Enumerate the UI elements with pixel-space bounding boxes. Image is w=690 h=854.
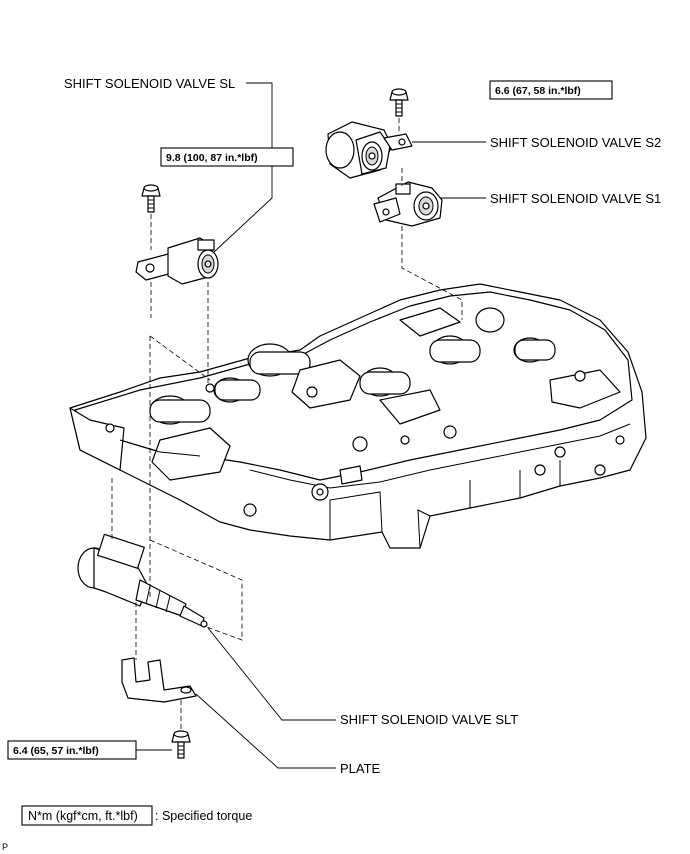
- solenoid-s2-illustration: [325, 121, 413, 179]
- legend-description: : Specified torque: [155, 809, 252, 823]
- solenoid-slt-illustration: [77, 533, 208, 628]
- torque-box-sl: 9.8 (100, 87 in.*lbf): [160, 147, 294, 167]
- sl-bolt-illustration: [141, 184, 161, 213]
- torque-value-s2: 6.6 (67, 58 in.*lbf): [495, 85, 581, 97]
- plate-bolt-illustration: [171, 730, 191, 759]
- label-solenoid-s2: SHIFT SOLENOID VALVE S2: [490, 135, 661, 150]
- label-plate: PLATE: [340, 761, 381, 776]
- solenoid-s1-illustration: [373, 181, 443, 227]
- label-solenoid-slt: SHIFT SOLENOID VALVE SLT: [340, 712, 518, 727]
- torque-value-sl: 9.8 (100, 87 in.*lbf): [166, 152, 258, 164]
- label-solenoid-sl: SHIFT SOLENOID VALVE SL: [64, 76, 235, 91]
- legend-unit-box: N*m (kgf*cm, ft.*lbf): [28, 809, 138, 823]
- torque-value-plate: 6.4 (65, 57 in.*lbf): [13, 745, 99, 757]
- label-solenoid-s1: SHIFT SOLENOID VALVE S1: [490, 191, 661, 206]
- alignment-dash-lines: [111, 118, 463, 732]
- valve-body-illustration: [69, 283, 647, 549]
- torque-box-s2: 6.6 (67, 58 in.*lbf): [489, 80, 613, 100]
- solenoid-sl-illustration: [135, 237, 219, 285]
- s2-bolt-illustration: [389, 88, 409, 117]
- plate-illustration: [121, 657, 197, 703]
- legend: N*m (kgf*cm, ft.*lbf) : Specified torque: [21, 805, 252, 826]
- torque-box-plate: 6.4 (65, 57 in.*lbf): [7, 740, 137, 760]
- corner-mark: P: [2, 842, 8, 852]
- leader-lines: [136, 82, 486, 769]
